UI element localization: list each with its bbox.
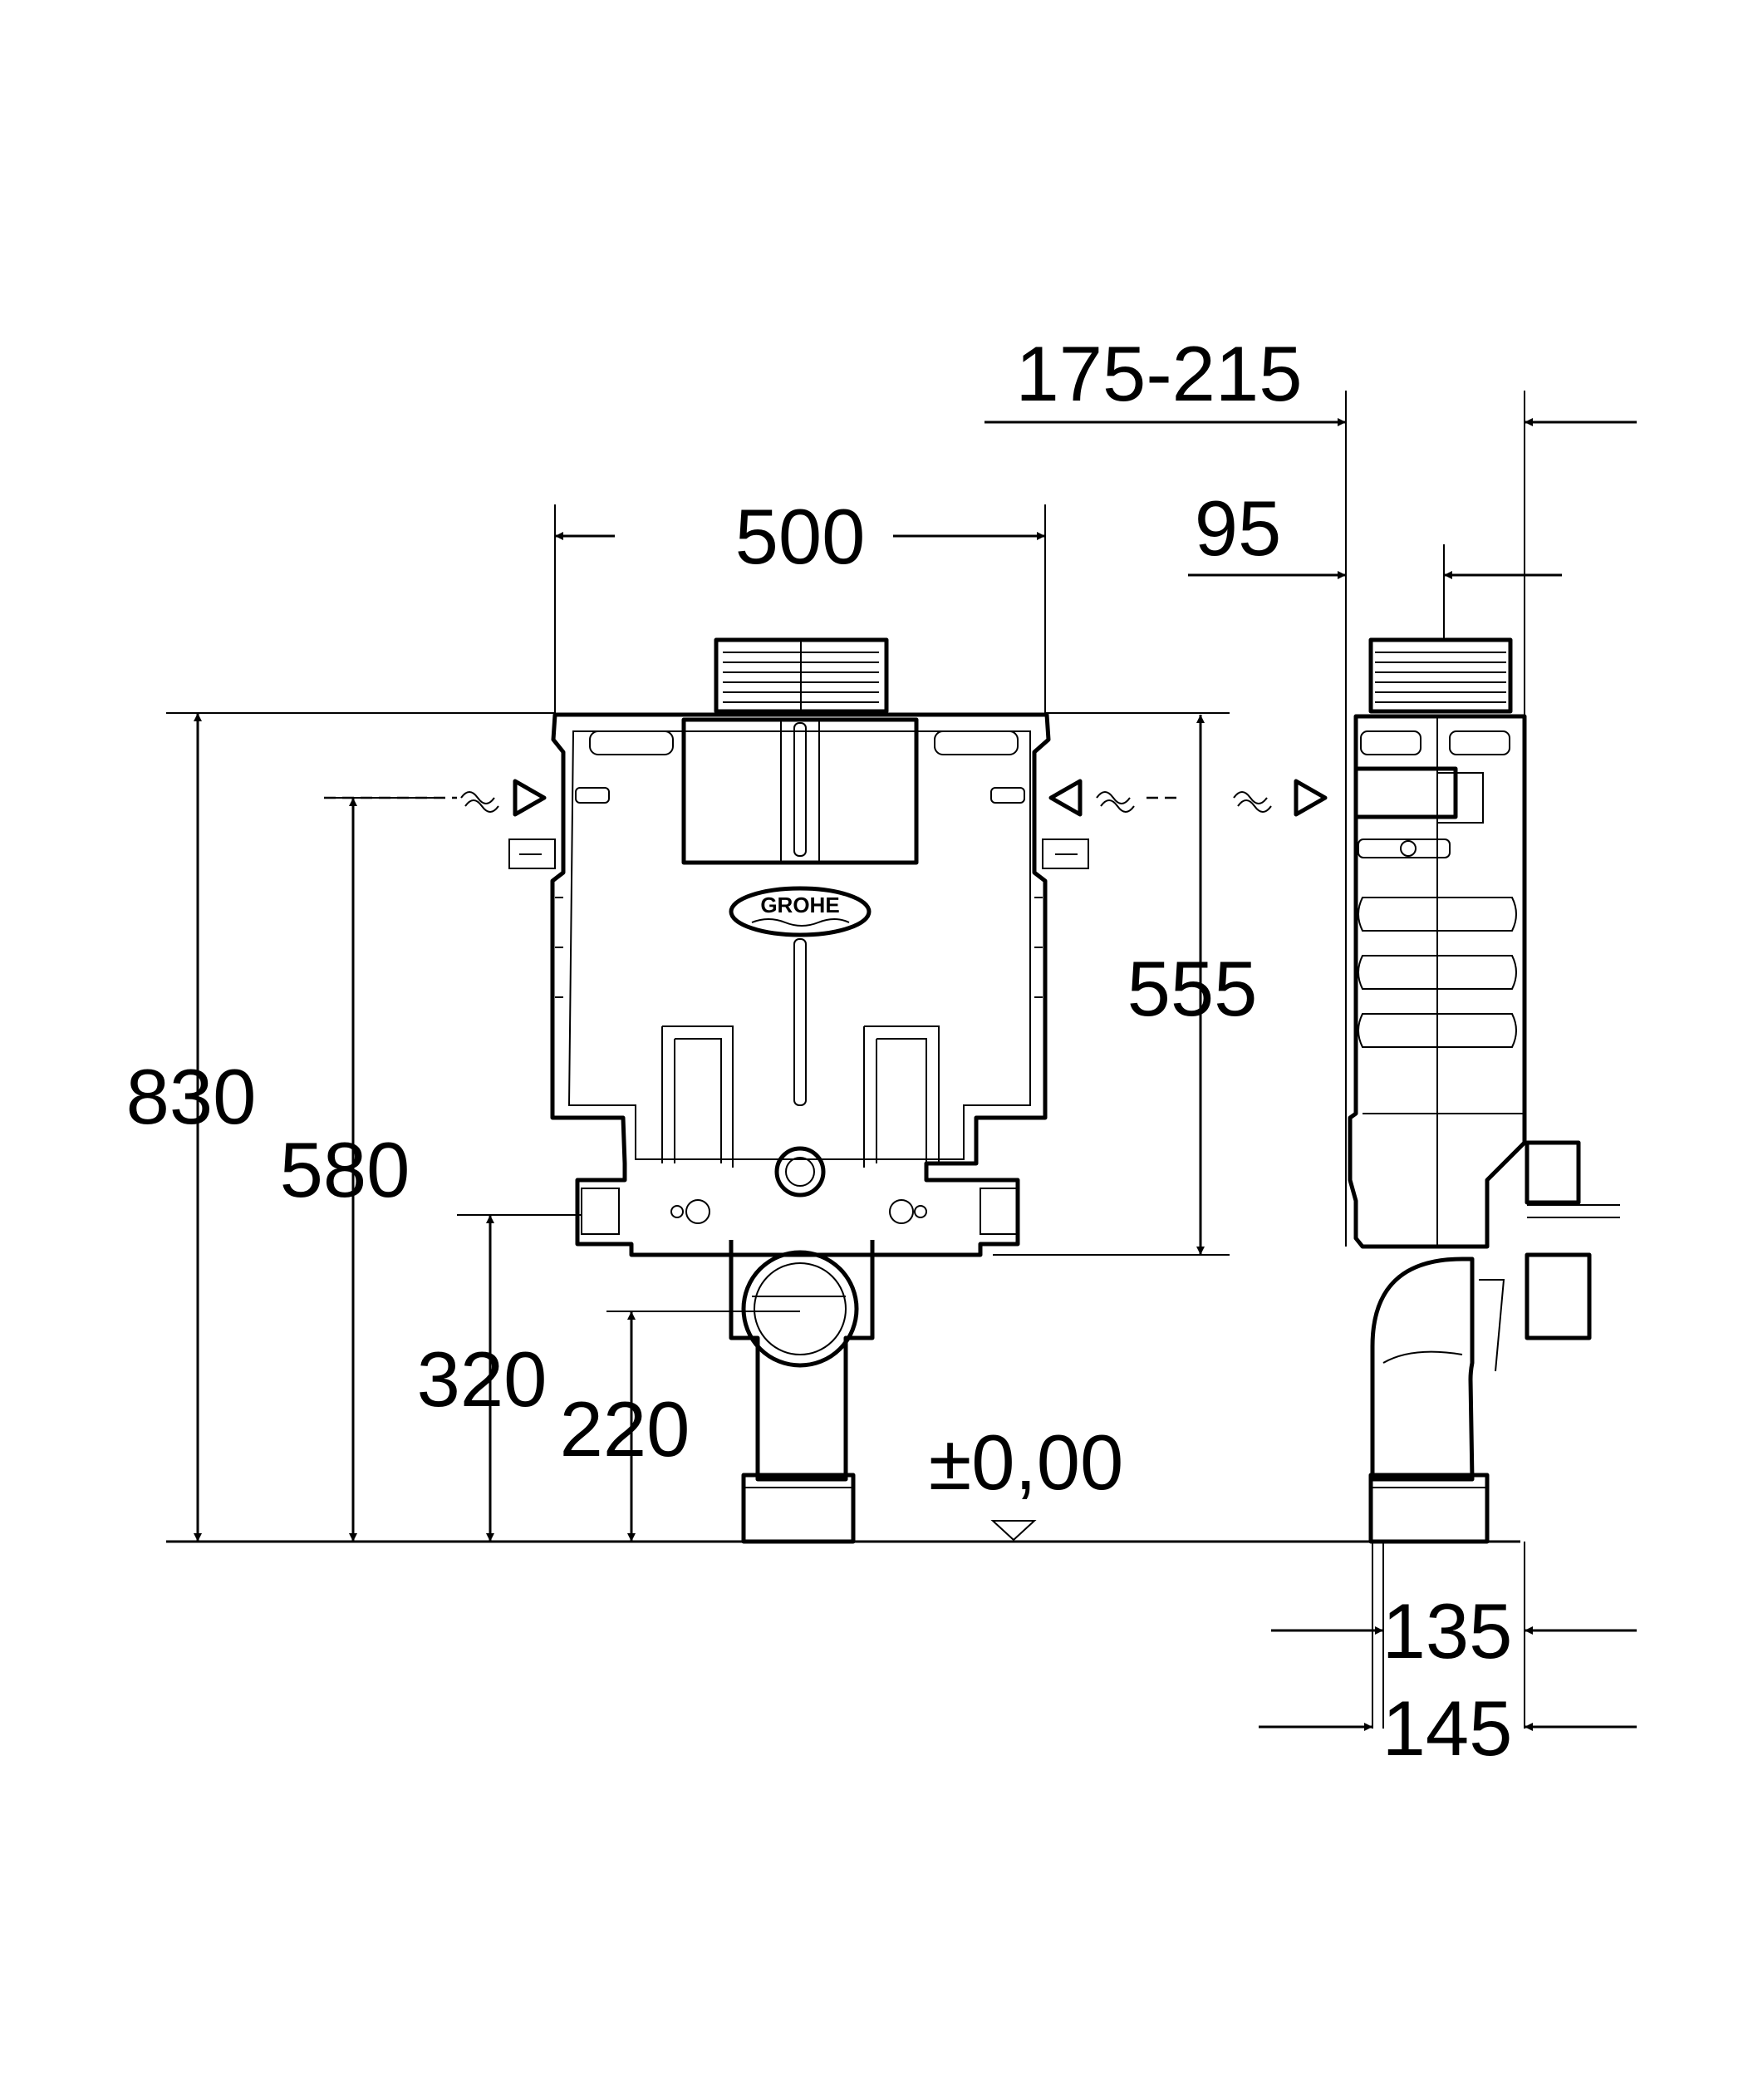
dim-95: 95 <box>1195 484 1282 572</box>
floor-level-label: ±0,00 <box>929 1419 1124 1506</box>
dim-175-215: 175-215 <box>1016 330 1303 417</box>
dim-580: 580 <box>280 1126 410 1213</box>
dimension-lines <box>166 391 1637 1731</box>
dimension-labels: 500 175-215 95 830 580 555 320 220 ±0,00… <box>126 330 1513 1772</box>
dim-830: 830 <box>126 1053 257 1140</box>
brand-logo: GROHE <box>760 893 839 917</box>
dim-555: 555 <box>1127 945 1258 1032</box>
side-view-cistern <box>1348 637 1620 1544</box>
dim-135: 135 <box>1382 1587 1513 1675</box>
dim-320: 320 <box>417 1335 547 1423</box>
water-supply-indicators <box>324 779 1328 817</box>
front-view-cistern: GROHE <box>508 637 1089 1544</box>
dim-220: 220 <box>560 1385 690 1473</box>
dim-145: 145 <box>1382 1684 1513 1772</box>
dim-500: 500 <box>735 493 866 580</box>
